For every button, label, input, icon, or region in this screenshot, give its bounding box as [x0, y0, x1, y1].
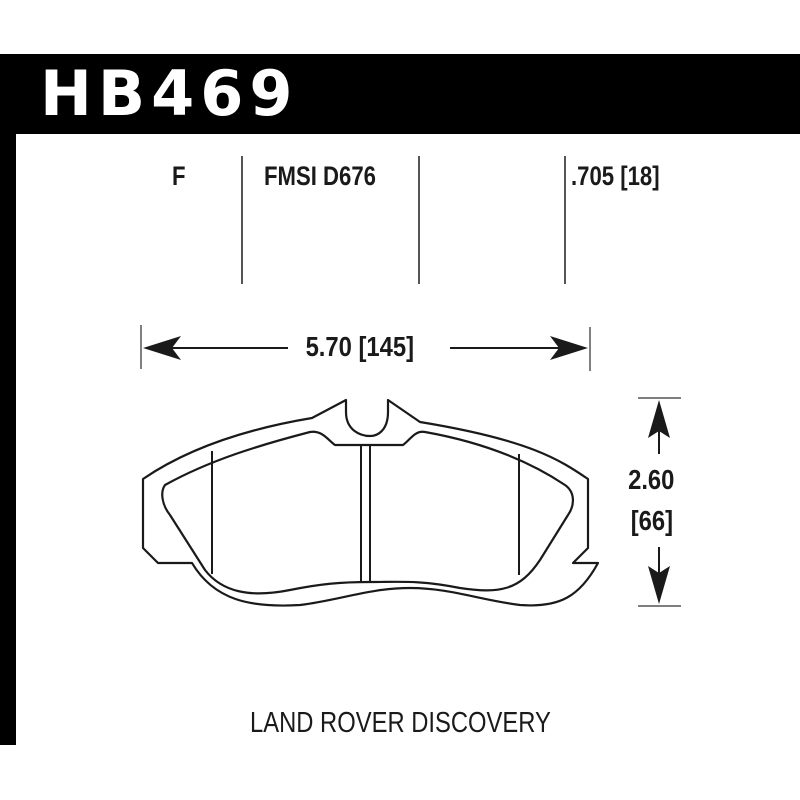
width-dimension — [140, 325, 591, 371]
arrow-right-icon — [550, 336, 588, 360]
arrow-up-icon — [648, 400, 670, 438]
fmsi-code: FMSI D676 — [264, 161, 376, 191]
spec-divider-3 — [564, 156, 566, 284]
part-number-title: HB469 — [40, 57, 299, 130]
arrow-left-icon — [143, 336, 181, 360]
header-bar — [0, 54, 800, 134]
vehicle-name: LAND ROVER DISCOVERY — [249, 707, 551, 739]
thickness-value: .705 [18] — [571, 161, 660, 191]
spec-divider-2 — [418, 156, 420, 284]
height-dimension — [638, 397, 681, 607]
position-label: F — [172, 161, 186, 191]
height-dimension-inches: 2.60 — [628, 464, 675, 495]
arrow-down-icon — [648, 566, 670, 604]
friction-material-outline — [161, 430, 574, 595]
spec-divider-1 — [241, 156, 243, 284]
vehicle-application: LAND ROVER DISCOVERY — [0, 706, 800, 740]
height-dimension-mm: [66] — [630, 505, 674, 536]
left-frame-bar — [0, 54, 16, 745]
backing-plate-outline — [141, 398, 600, 607]
width-dimension-label: 5.70 [145] — [305, 331, 415, 362]
